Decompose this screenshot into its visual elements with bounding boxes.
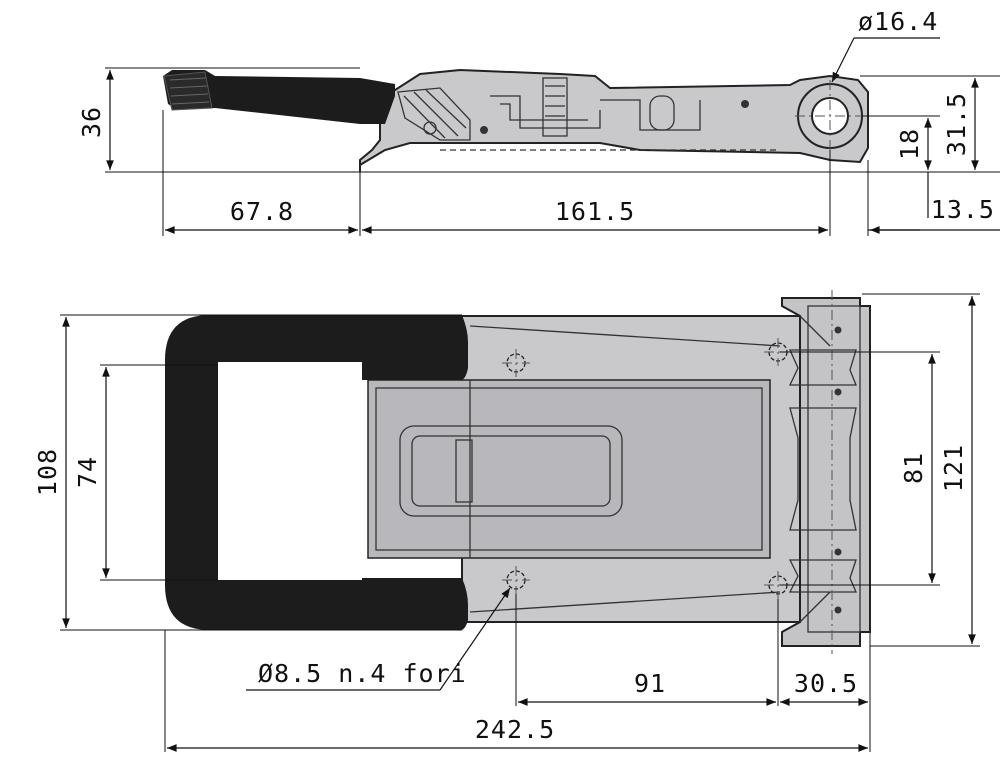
dim-hole-spacing: 81 [899,452,928,484]
dim-holes-note: Ø8.5 n.4 fori [258,659,467,688]
dim-side-height: 36 [77,106,106,138]
hinge-rivet [834,326,842,334]
dim-hook-offset: 13.5 [931,195,995,224]
side-view: 36 67.8 161.5 13.5 ø16.4 18 31.5 [77,7,1000,236]
hinge-rivet [834,606,842,614]
dim-pin-diameter: ø16.4 [858,7,938,36]
dim-overall-length: 242.5 [475,715,555,744]
top-handle-loop [165,315,468,630]
side-base-plate [359,68,869,172]
top-slider-plate [367,379,771,559]
dim-end-offset: 30.5 [794,669,858,698]
side-rivet [741,100,749,108]
dim-handle-inner: 74 [73,456,102,488]
top-view: 108 74 81 121 Ø8.5 n.4 fori 91 30.5 242.… [33,290,980,752]
side-handle-grip [163,71,213,111]
dim-top-width: 108 [33,448,62,496]
dim-hole-distance: 91 [634,669,666,698]
side-rivet [480,126,488,134]
side-mechanism [367,77,780,151]
top-slot-frame [399,425,623,517]
hinge-rivet [834,388,842,396]
dim-handle-length: 67.8 [230,197,294,226]
hinge-rivet [834,548,842,556]
dim-base-length: 161.5 [555,197,635,226]
dim-total-height: 31.5 [942,92,971,156]
dim-pin-height: 18 [895,128,924,160]
dim-plate-width: 121 [939,444,968,492]
side-handle [163,70,395,124]
